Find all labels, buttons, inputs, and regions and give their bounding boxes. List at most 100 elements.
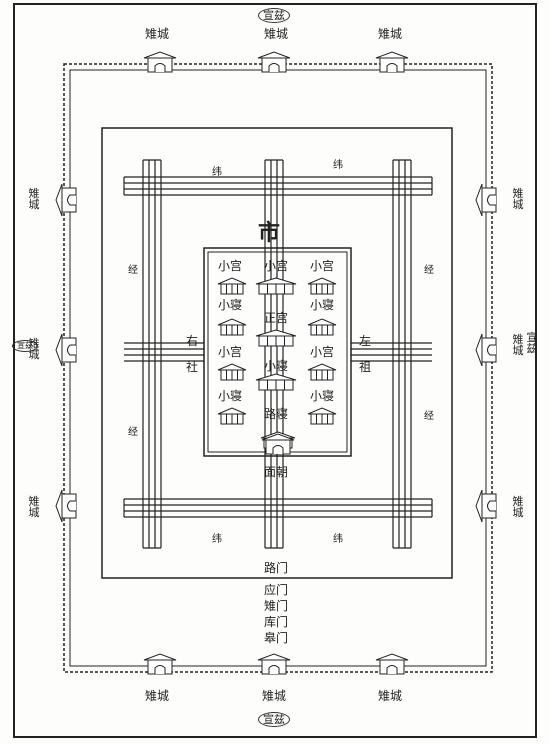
gate-city-label-top-center: 雉城 (264, 27, 289, 41)
hall-building (307, 318, 337, 336)
gate-tower (55, 183, 77, 217)
gate-tower (55, 489, 77, 523)
hall-roof (255, 373, 297, 381)
hall-roof (307, 277, 337, 285)
gao-men-label: 皋门 (264, 631, 289, 645)
hall-label-xiao-qin-1: 小寝 (218, 298, 243, 312)
hall-roof (255, 277, 297, 285)
gate-city-label-top-right: 雉城 (378, 27, 403, 41)
hall-building (307, 407, 337, 425)
gate-arch (154, 63, 166, 72)
gate-arch (487, 344, 496, 356)
jing-label-right-bottom: 经 (424, 411, 434, 422)
gate-roof (143, 653, 177, 661)
hall-roof (217, 407, 247, 415)
gate-arch (67, 344, 76, 356)
jing-label-left-top: 经 (128, 265, 138, 276)
jing-label-left-bottom: 经 (128, 427, 138, 438)
gate-arch (487, 500, 496, 512)
gate-tower (55, 333, 77, 367)
gate-arch (67, 194, 76, 206)
hall-roof (307, 363, 337, 371)
gate-roof (475, 183, 483, 217)
gate-roof (257, 653, 291, 661)
hall-building (255, 277, 297, 295)
hall-label-xiao-qin-2: 小寝 (310, 298, 335, 312)
outer-border (13, 3, 537, 738)
gate-arch (272, 445, 284, 454)
gate-roof (375, 51, 409, 59)
hall-label-xiao-gong-4: 小宫 (218, 345, 243, 359)
hall-label-lu-qin: 路寝 (264, 407, 289, 421)
gate-roof (475, 489, 483, 523)
gate-tower (375, 51, 409, 73)
gate-roof (257, 51, 291, 59)
left-oval-label: 宣兹 (12, 340, 38, 352)
gate-city-label-right-bottom: 雉城 (512, 495, 524, 519)
zuo-zu-label: 左祖 (358, 334, 371, 374)
gate-city-label-left-bottom: 雉城 (28, 495, 40, 519)
gate-arch (67, 500, 76, 512)
gate-arch (386, 63, 398, 72)
mian-chao-label: 面朝 (264, 465, 289, 479)
hall-building (217, 318, 247, 336)
gate-city-label-top-left: 雉城 (145, 27, 170, 41)
wei-label-bottom-right: 纬 (333, 534, 343, 545)
gate-city-label-bottom-center: 雉城 (262, 689, 287, 703)
hall-label-xiao-gong-5: 小宫 (310, 345, 335, 359)
gate-tower (475, 333, 497, 367)
hall-building (217, 277, 247, 295)
wei-label-top-right: 纬 (333, 160, 343, 171)
gate-roof (55, 183, 63, 217)
market-label: 市 (258, 220, 281, 246)
middle-enclosure (101, 127, 453, 579)
gate-roof (375, 653, 409, 661)
gate-arch (386, 665, 398, 674)
gate-towers (55, 51, 497, 675)
gate-tower (475, 183, 497, 217)
gate-roof (55, 489, 63, 523)
hall-building (217, 407, 247, 425)
wei-label-top-left: 纬 (212, 167, 222, 178)
gate-tower (257, 51, 291, 73)
gate-tower (143, 653, 177, 675)
hall-roof (307, 318, 337, 326)
top-oval-label: 宣兹 (258, 8, 290, 23)
hall-building (255, 329, 297, 347)
gate-city-label-right-top: 雉城 (512, 187, 524, 211)
gate-city-label-right-middle: 雉城 (512, 333, 524, 357)
gate-roof (143, 51, 177, 59)
jing-label-right-top: 经 (424, 265, 434, 276)
hall-building (255, 373, 297, 391)
gate-arch (268, 665, 280, 674)
you-she-label: 右社 (185, 334, 198, 374)
hall-building (307, 363, 337, 381)
gate-arch (154, 665, 166, 674)
ying-men-label: 应门 (264, 583, 289, 597)
gate-tower (143, 51, 177, 73)
lu-men-label: 路门 (264, 561, 289, 575)
zhi-men-label: 雉门 (264, 599, 289, 613)
gate-city-label-bottom-left: 雉城 (145, 689, 170, 703)
gate-tower (375, 653, 409, 675)
hall-roof (217, 363, 247, 371)
hall-label-xiao-qin-5: 小寝 (310, 389, 335, 403)
hall-roof (307, 407, 337, 415)
hall-label-xiao-gong-2: 小宫 (264, 259, 289, 273)
gate-city-label-left-top: 雉城 (28, 187, 40, 211)
hall-label-zheng-gong: 正宫 (264, 311, 289, 325)
hall-label-xiao-gong-3: 小宫 (310, 259, 335, 273)
hall-roof (217, 318, 247, 326)
gate-arch (268, 63, 280, 72)
bottom-oval-label: 宣兹 (258, 712, 290, 727)
hall-label-xiao-qin-3: 小寝 (264, 359, 289, 373)
gate-roof (55, 333, 63, 367)
gate-tower (475, 489, 497, 523)
wei-label-bottom-left: 纬 (212, 534, 222, 545)
gate-arch (487, 194, 496, 206)
gate-roof (475, 333, 483, 367)
gate-tower (261, 433, 295, 455)
hall-roof (217, 277, 247, 285)
